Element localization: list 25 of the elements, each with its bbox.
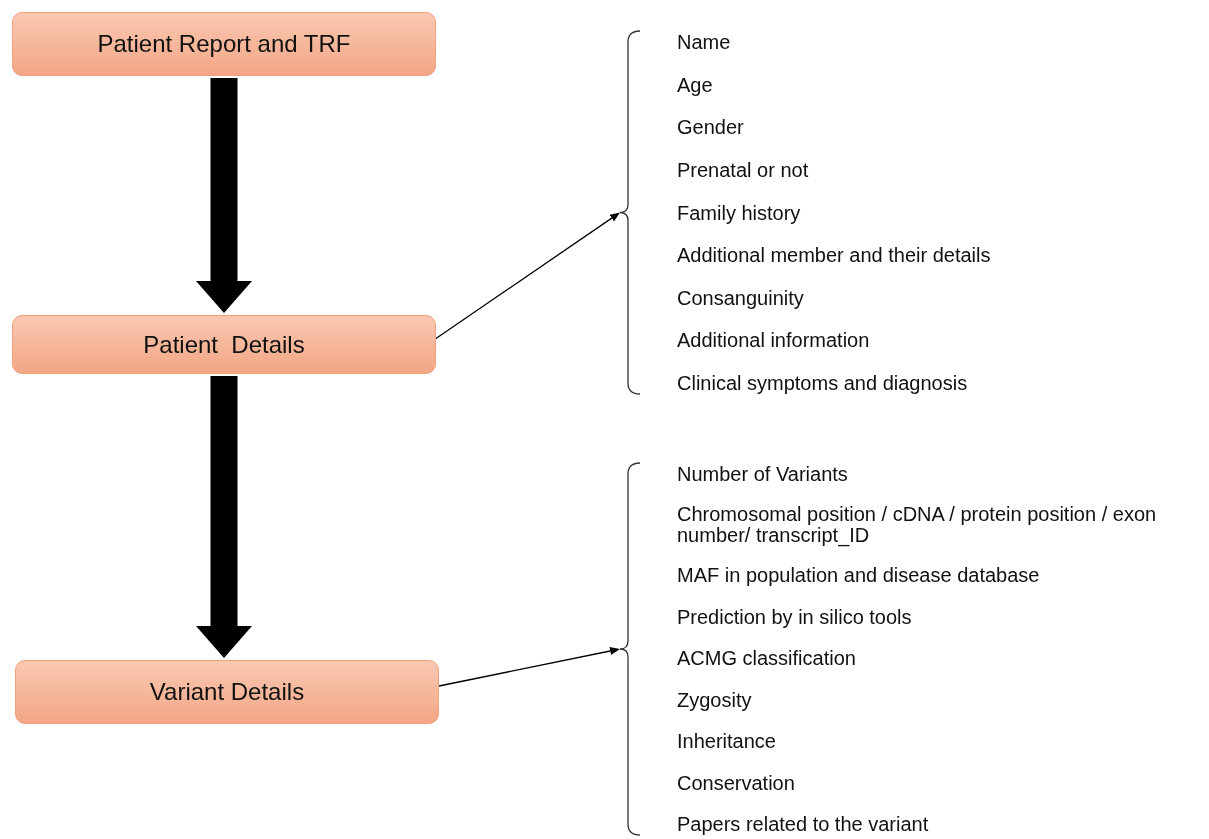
process-box: Patient Details bbox=[12, 315, 436, 374]
list-item: Consanguinity bbox=[677, 285, 805, 310]
list-item: Inheritance bbox=[677, 729, 777, 753]
list-item: Additional information bbox=[677, 328, 871, 353]
list-item: Age bbox=[677, 72, 714, 97]
arrow bbox=[438, 647, 620, 687]
list-item: Gender bbox=[677, 115, 745, 140]
list-item: Family history bbox=[677, 200, 802, 225]
list-item: Clinical symptoms and diagnosis bbox=[677, 371, 969, 395]
list-item: Prenatal or not bbox=[677, 157, 810, 182]
list-item: Papers related to the variant bbox=[677, 812, 930, 836]
process-box: Patient Report and TRF bbox=[12, 12, 436, 76]
list-item: Chromosomal position / cDNA / protein position / exon number/ transcript_ID bbox=[677, 503, 1158, 546]
arrow bbox=[196, 376, 252, 658]
arrow bbox=[435, 212, 620, 340]
list-item: Number of Variants bbox=[677, 462, 849, 486]
list-item: Conservation bbox=[677, 770, 796, 795]
process-box: Variant Details bbox=[15, 660, 439, 724]
arrow bbox=[196, 78, 252, 313]
list-item: Prediction by in silico tools bbox=[677, 604, 913, 629]
list-item: MAF in population and disease database bbox=[677, 563, 1041, 587]
list-item: Name bbox=[677, 30, 732, 54]
list-item: Zygosity bbox=[677, 687, 753, 712]
list-item: ACMG classification bbox=[677, 646, 857, 670]
list-item: Additional member and their details bbox=[677, 243, 992, 268]
